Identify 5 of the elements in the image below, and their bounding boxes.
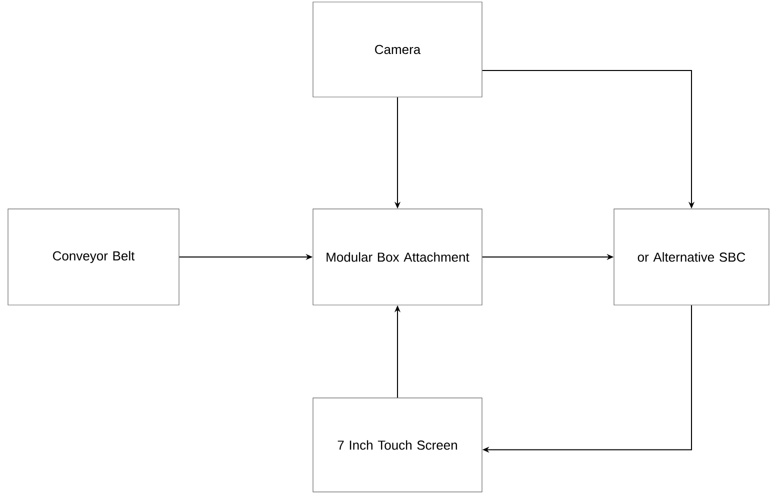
process-box: 7 Inch Touch Screen <box>312 398 482 492</box>
process-box: Camera <box>312 2 482 98</box>
process-box: Modular Box Attachment <box>312 208 482 306</box>
process-box: or Alternative SBC <box>614 208 770 306</box>
process-box: Conveyor Belt <box>8 208 180 306</box>
